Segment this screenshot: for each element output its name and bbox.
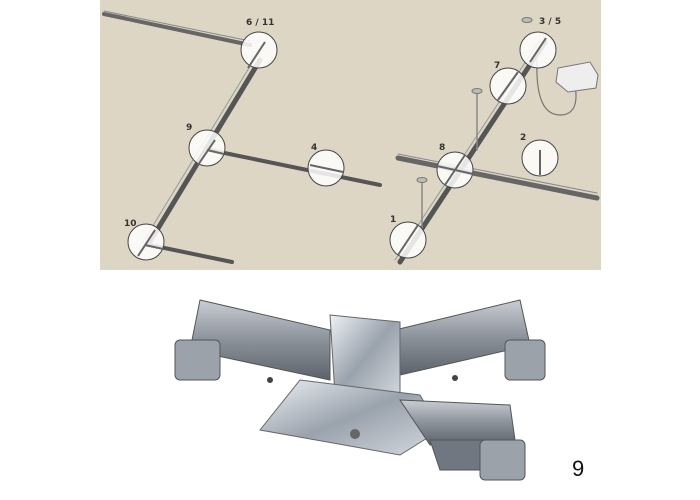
callout-label: 1 [390, 215, 396, 225]
callout-label: 8 [439, 143, 445, 153]
rail [148, 243, 234, 264]
item-number: 9 [572, 456, 585, 481]
rail [102, 12, 252, 47]
callout-circle [188, 129, 226, 167]
rail [208, 148, 382, 187]
callout-label: 6 / 11 [246, 18, 274, 28]
callout-label: 2 [520, 133, 526, 143]
t-connector-photo [174, 299, 546, 481]
callout-label: 10 [124, 219, 137, 229]
transformer-box [555, 61, 599, 93]
callout-label: 3 / 5 [539, 17, 561, 27]
rail [395, 155, 600, 201]
callout-label: 9 [186, 123, 192, 133]
callout-label: 4 [311, 143, 317, 153]
callout-label: 7 [494, 61, 500, 71]
diagram-panel [100, 0, 601, 270]
